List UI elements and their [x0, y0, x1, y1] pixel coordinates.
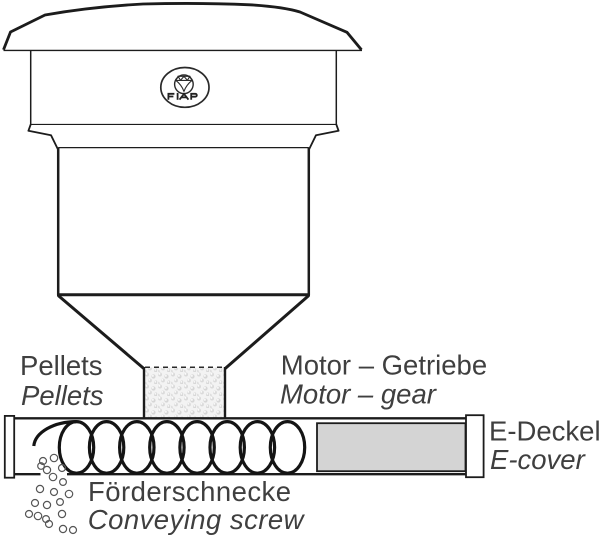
svg-text:E-Deckel: E-Deckel	[489, 416, 600, 447]
svg-text:Conveying screw: Conveying screw	[88, 504, 306, 535]
svg-text:Motor – gear: Motor – gear	[280, 378, 438, 409]
svg-text:E-cover: E-cover	[490, 444, 587, 475]
svg-text:Förderschnecke: Förderschnecke	[88, 476, 291, 507]
svg-text:Motor – Getriebe: Motor – Getriebe	[281, 350, 487, 381]
svg-text:Pellets: Pellets	[21, 380, 104, 411]
svg-text:Pellets: Pellets	[20, 350, 103, 381]
